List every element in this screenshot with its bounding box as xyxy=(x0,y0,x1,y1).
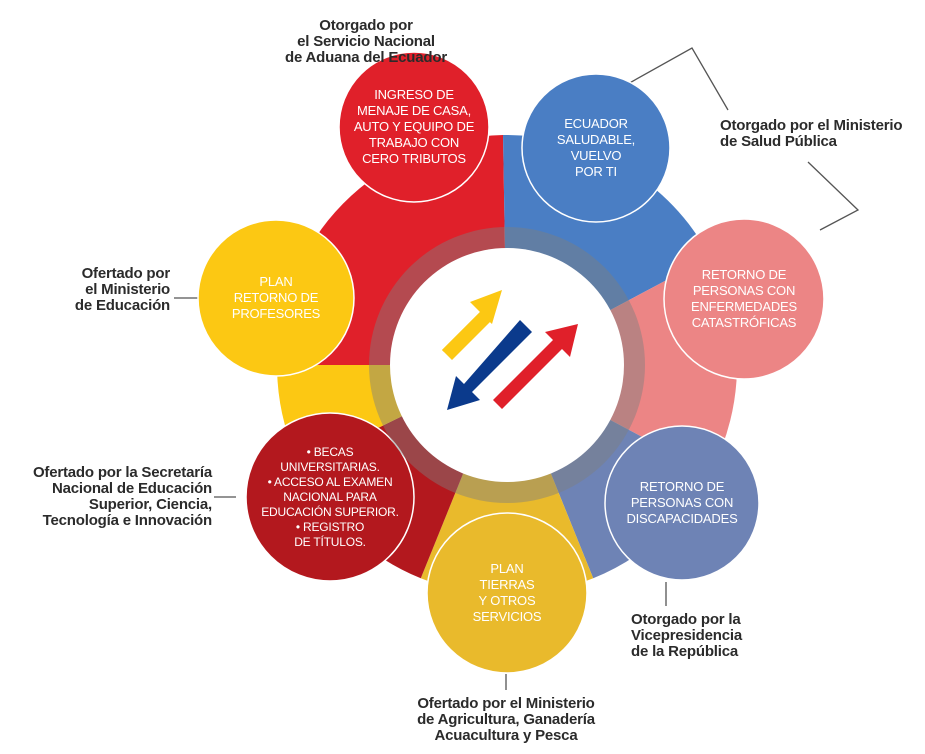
program-circles xyxy=(197,51,825,674)
program-text-menaje: INGRESO DE MENAJE DE CASA, AUTO Y EQUIPO… xyxy=(353,87,475,166)
agency-label-tierras: Ofertado por el Ministerio de Agricultur… xyxy=(417,695,595,744)
agency-label-salud: Otorgado por el Ministerio de Salud Públ… xyxy=(720,117,903,150)
circle-discapacidades xyxy=(604,425,760,581)
center-hub xyxy=(369,227,645,503)
program-text-profesores: PLAN RETORNO DE PROFESORES xyxy=(231,274,321,321)
circle-tierras xyxy=(426,512,588,674)
agency-label-profesores: Ofertado por el Ministerio de Educación xyxy=(74,265,170,314)
circle-salud xyxy=(521,73,671,223)
circle-catastroficas xyxy=(663,218,825,380)
connector-catastroficas xyxy=(807,161,860,231)
agency-label-discapacidades: Otorgado por la Vicepresidencia de la Re… xyxy=(631,611,742,660)
connector-lines xyxy=(174,47,860,690)
circle-menaje xyxy=(338,51,490,203)
program-text-catastroficas: RETORNO DE PERSONAS CON ENFERMEDADES CAT… xyxy=(691,267,797,330)
program-text-becas: • BECAS UNIVERSITARIAS. • ACCESO AL EXAM… xyxy=(261,444,399,549)
connector-salud xyxy=(607,47,729,111)
program-text-discapacidades: RETORNO DE PERSONAS CON DISCAPACIDADES xyxy=(626,479,738,526)
program-text-salud: ECUADOR SALUDABLE, VUELVO POR TI xyxy=(556,116,636,179)
agency-label-menaje: Otorgado por el Servicio Nacional de Adu… xyxy=(285,17,447,66)
program-text-tierras: PLAN TIERRAS Y OTROS SERVICIOS xyxy=(472,561,542,624)
agency-label-becas: Ofertado por la Secretaría Nacional de E… xyxy=(32,464,212,529)
circle-profesores xyxy=(197,219,355,377)
circle-becas xyxy=(245,412,415,582)
center-disc xyxy=(390,248,624,482)
logo-arrows-icon xyxy=(442,290,578,410)
